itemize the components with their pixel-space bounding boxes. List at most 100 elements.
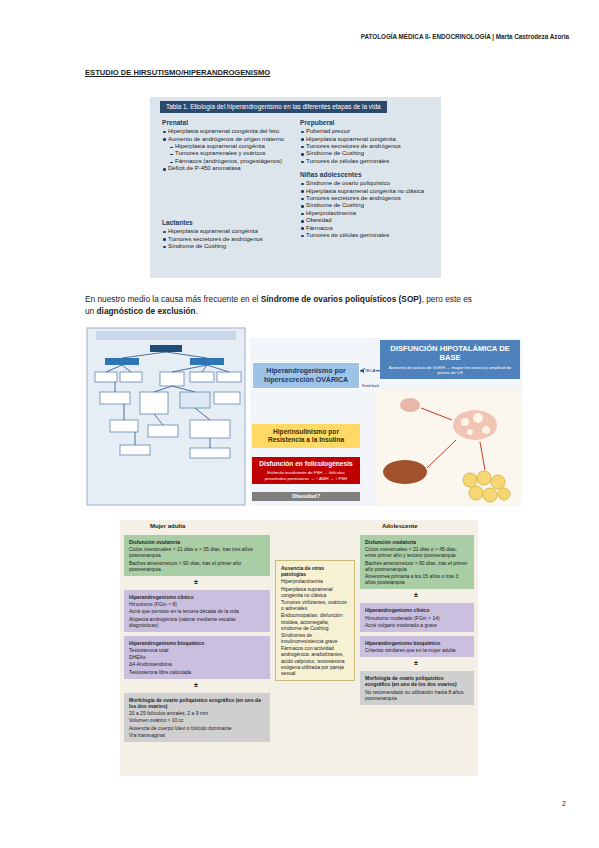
box-text: Hiperplasia suprarrenal congénita (300, 136, 432, 143)
criteria-box: Morfología de ovario poliquístico ecográ… (124, 693, 270, 742)
flowchart-box (160, 372, 184, 386)
flowchart-box (148, 425, 178, 437)
exclusion-box: Ausencia de otras patologíasHiperprolact… (275, 560, 355, 681)
box-text: Hirsutismo (FGm > 8) (129, 601, 265, 607)
box-heading: Hiperandrogenismo bioquímico (365, 640, 469, 646)
illustration-backdrop (376, 390, 522, 505)
table-section: PrepuberalPubertad precozHiperplasia sup… (300, 119, 432, 165)
box-text: Síndrome de ovario poliquístico (300, 180, 432, 187)
fat-cell-drawing (469, 486, 483, 500)
paragraph-text: Síndrome de ovarios poliquísticos (SOP) (261, 294, 422, 304)
box-heading: Hiperandrogenismo clínico (365, 607, 469, 613)
plus-minus-sign: ± (194, 578, 198, 587)
follicle-drawing (461, 418, 469, 426)
flowchart-line (166, 352, 207, 358)
mechanism-box: DISFUNCIÓN HIPOTALÁMICA DE BASEAumento d… (380, 340, 520, 379)
fat-cell-drawing (463, 473, 477, 487)
box-text: Ausencia de cuerpo lúteo o folículo domi… (129, 725, 265, 731)
arrow-note: Feed-back (362, 384, 379, 388)
pathway-arrow (421, 408, 452, 420)
box-text: Acné que persiste en la tercera década d… (129, 608, 265, 614)
box-text: Baches amenorreicos > 90 días, tras el p… (129, 560, 265, 572)
flowchart-box (140, 392, 168, 414)
box-text: Aumento de pulsos de GnRH → mayor frecue… (385, 365, 515, 376)
page-number: 2 (562, 800, 566, 807)
box-text: Hirsutismo moderado (FGm > 14) (365, 615, 469, 621)
liver-drawing (383, 460, 427, 484)
figure-backdrop (250, 338, 522, 506)
flowchart-box (190, 372, 214, 382)
box-text: Hiperplasia suprarrenal congénita no clá… (300, 188, 432, 195)
fat-cell-drawing (477, 471, 491, 485)
flowchart-line (122, 352, 166, 358)
column-header: Mujer adulta (150, 523, 185, 530)
fat-cell-drawing (483, 488, 497, 502)
box-heading: Hiperandrogenismo por hipersecreción OVÁ… (257, 367, 355, 384)
criteria-box: Hiperandrogenismo clínicoHirsutismo mode… (360, 603, 474, 632)
table-section: Niñas adolescentesSíndrome de ovario pol… (300, 171, 432, 240)
box-text: Síndrome de Cushing (162, 243, 292, 250)
fat-cell-drawing (498, 488, 510, 500)
box-heading: Disfunción en foliculogénesis (256, 460, 356, 468)
mechanism-box: Disfunción en foliculogénesisEstímulo in… (252, 457, 360, 484)
box-text: Acné vulgaris moderado a grave (365, 622, 469, 628)
criteria-box: Disfunción ovulatoriaCiclos menstruales … (124, 535, 270, 576)
flowchart-title-bar (96, 331, 236, 340)
box-text: Volumen ovárico > 10 cc (129, 717, 265, 723)
box-text: Hiperplasia suprarrenal congénita no clá… (281, 586, 349, 598)
table-section: LactantesHiperplasia suprarrenal congéni… (162, 219, 292, 250)
table-section: PrenatalHiperplasia suprarrenal congénit… (162, 119, 292, 173)
box-text: Vía transvaginal (129, 732, 265, 738)
flowchart-line (154, 414, 163, 425)
paragraph-text: diagnóstico de exclusión (97, 306, 196, 316)
flowchart-line (124, 404, 125, 420)
criteria-panel: Mujer adultaAdolescente±±±±Disfunción ov… (120, 520, 478, 776)
paragraph: En nuestro medio la causa más frecuente … (85, 293, 525, 317)
flowchart-line (202, 365, 207, 372)
ovary-drawing (453, 410, 497, 440)
box-heading: Lactantes (162, 219, 292, 227)
criteria-box: Hiperandrogenismo bioquímicoCriterios si… (360, 636, 474, 657)
edge-label: TECA (364, 369, 377, 373)
flowchart-line (115, 382, 116, 392)
plus-minus-sign: ± (414, 591, 418, 600)
box-text: Δ4-Androstendiona (129, 661, 265, 667)
box-text: Hiperplasia suprarrenal congénita (162, 228, 292, 235)
box-heading: Prenatal (162, 119, 292, 127)
box-text: Tumores suprarrenales y ováricos (169, 150, 292, 157)
box-text: Pubertad precoz (300, 128, 432, 135)
flowchart-panel (87, 328, 245, 505)
box-text: Déficit de P-450 aromatasa (162, 165, 292, 172)
box-text: Alopecia androgénica (valorar mediante e… (129, 616, 265, 628)
flowchart-line (172, 386, 195, 392)
box-text: Tumores de células germinales (300, 232, 432, 239)
box-heading: Obesidad? (256, 493, 356, 500)
box-text: Fármacos con actividad androgénica: anab… (281, 645, 349, 676)
table-panel: Tabla 1. Etiología del hiperandrogenismo… (150, 97, 441, 278)
box-text: Obesidad (300, 217, 432, 224)
flowchart-box (214, 392, 240, 404)
box-text: Tumores secretores de andrógenos (300, 195, 432, 202)
box-heading: Disfunción ovulatoria (365, 539, 469, 545)
flowchart-line (106, 365, 122, 372)
fat-cell-drawing (491, 475, 505, 489)
follicle-drawing (482, 426, 490, 434)
box-heading: Ausencia de otras patologías (281, 565, 349, 577)
pituitary-drawing (400, 398, 420, 412)
pathway-arrow (427, 440, 456, 468)
box-text: Fármacos (andrógenos, progestágenos) (169, 158, 292, 165)
mechanism-box: Obesidad? (252, 492, 360, 501)
box-heading: Morfología de ovario poliquístico ecográ… (365, 675, 469, 687)
table-caption: Tabla 1. Etiología del hiperandrogenismo… (160, 101, 387, 113)
paragraph-text: En nuestro medio la causa más frecuente … (85, 294, 258, 304)
box-text: Hiperplasia suprarrenal congénita (169, 143, 292, 150)
running-header: PATOLOGÍA MÉDICA II- ENDOCRINOLOGÍA | Ma… (361, 33, 569, 40)
flowchart-line (207, 365, 229, 372)
mechanism-box: Hiperandrogenismo por hipersecreción OVÁ… (252, 362, 360, 389)
box-text: Estímulo insuficiente de FSH → folículos… (256, 470, 356, 481)
box-text: Fármacos (300, 225, 432, 232)
flowchart-box (95, 372, 117, 382)
box-text: Ciclos menstruales < 21 días o > 45 días… (365, 546, 469, 558)
box-heading: Hiperandrogenismo bioquímico (129, 640, 265, 646)
box-text: Tumores de células germinales (300, 158, 432, 165)
